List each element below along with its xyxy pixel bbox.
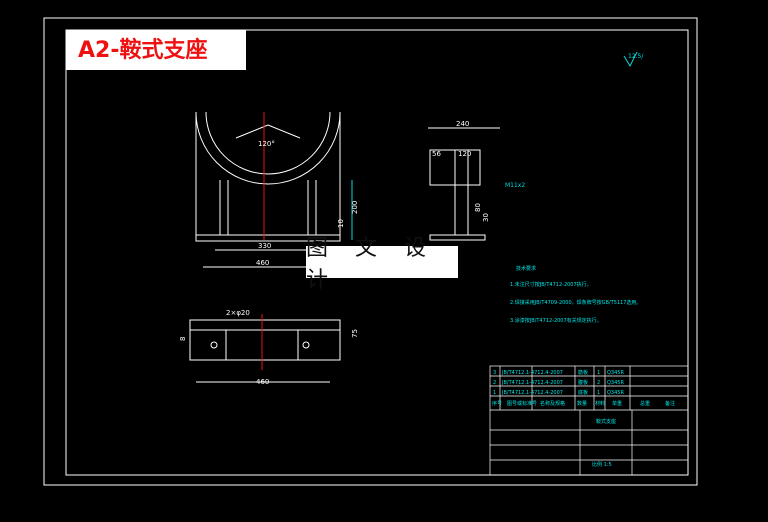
header-cell: 名称及规格 [540, 400, 565, 407]
bom-code: JB/T4712.1-4712.4-2007 [501, 390, 563, 396]
bom-name: 筋板 [578, 369, 588, 376]
bom-no: 2 [493, 380, 496, 386]
side-base [429, 234, 486, 241]
header-cell: 材料 [595, 400, 605, 407]
bom-code: JB/T4712.1-4712.4-2007 [501, 370, 563, 376]
plan-hole-left [210, 341, 218, 349]
side-h1-label: 30 [482, 213, 490, 222]
side-h2-label: 80 [474, 203, 482, 212]
scale-note: 比例 1:5 [592, 461, 612, 468]
outer-border [43, 17, 698, 486]
part-name: 鞍式支座 [596, 418, 616, 425]
front-inner-width-label: 330 [258, 242, 271, 250]
bom-qty: 1 [597, 390, 600, 396]
bom-name: 腹板 [578, 379, 588, 386]
plan-width-label: 460 [256, 378, 269, 386]
watermark-banner: 图 文 设 计 [306, 236, 458, 293]
bom-rows: 3 JB/T4712.1-4712.4-2007 筋板 1 Q345R 2 JB… [493, 369, 624, 396]
side-left-label: 56 [432, 150, 441, 158]
titleblock-header: 序号 图号或标准号 名称及规格 数量 材料 单重 总重 备注 [492, 400, 675, 407]
note-item-2: 2.焊接采用JB/T4709-2000，焊条牌号按GB/T5117选用。 [510, 299, 641, 306]
bom-mat: Q345R [607, 370, 624, 376]
title-block [489, 365, 689, 476]
plan-hole-right [302, 341, 310, 349]
bom-no: 1 [493, 390, 496, 396]
rib-line-left [235, 124, 269, 139]
plan-height-label: 75 [351, 329, 359, 338]
side-mid-label: 120 [458, 150, 471, 158]
plan-outline [189, 319, 341, 361]
title-banner [66, 30, 246, 70]
front-view [195, 111, 353, 268]
bom-qty: 2 [597, 380, 600, 386]
bom-qty: 1 [597, 370, 600, 376]
header-cell: 总重 [640, 400, 650, 407]
technical-notes: 技术要求 1.未注尺寸按JB/T4712-2007执行。 2.焊接采用JB/T4… [510, 265, 641, 324]
front-base-width-label: 460 [256, 259, 269, 267]
inner-frame [65, 29, 689, 476]
front-small-label: 10 [337, 219, 345, 228]
header-cell: 图号或标准号 [507, 400, 537, 407]
header-cell: 数量 [577, 400, 587, 407]
bom-mat: Q345R [607, 390, 624, 396]
side-view [428, 127, 500, 241]
plan-view [189, 319, 341, 383]
roughness-label: 12.5/ [628, 53, 644, 60]
side-width-label: 240 [456, 120, 469, 128]
side-hole-label: M11x2 [505, 182, 525, 189]
note-item-1: 1.未注尺寸按JB/T4712-2007执行。 [510, 281, 592, 288]
notes-heading: 技术要求 [516, 265, 536, 272]
drawing-title: A2-鞍式支座 [78, 37, 207, 63]
header-cell: 备注 [665, 400, 675, 407]
plan-slot-label: 2×φ20 [226, 309, 250, 317]
front-height-label: 200 [351, 201, 359, 214]
front-angle-label: 120° [258, 140, 275, 148]
header-cell: 单重 [612, 400, 622, 407]
plan-left-label: 8 [179, 337, 187, 341]
bom-code: JB/T4712.1-4712.4-2007 [501, 380, 563, 386]
header-cell: 序号 [492, 400, 502, 407]
roughness-symbol: 12.5/ [623, 51, 644, 68]
note-item-3: 3.涂漆按JB/T4712-2007有关规定执行。 [510, 317, 602, 324]
front-base-plate [195, 234, 341, 242]
saddle-inner-arc [205, 111, 331, 175]
bom-mat: Q345R [607, 380, 624, 386]
bom-name: 底板 [578, 389, 588, 396]
saddle-outer-arc [195, 111, 341, 185]
bom-no: 3 [493, 370, 496, 376]
rib-line-right [267, 124, 301, 139]
